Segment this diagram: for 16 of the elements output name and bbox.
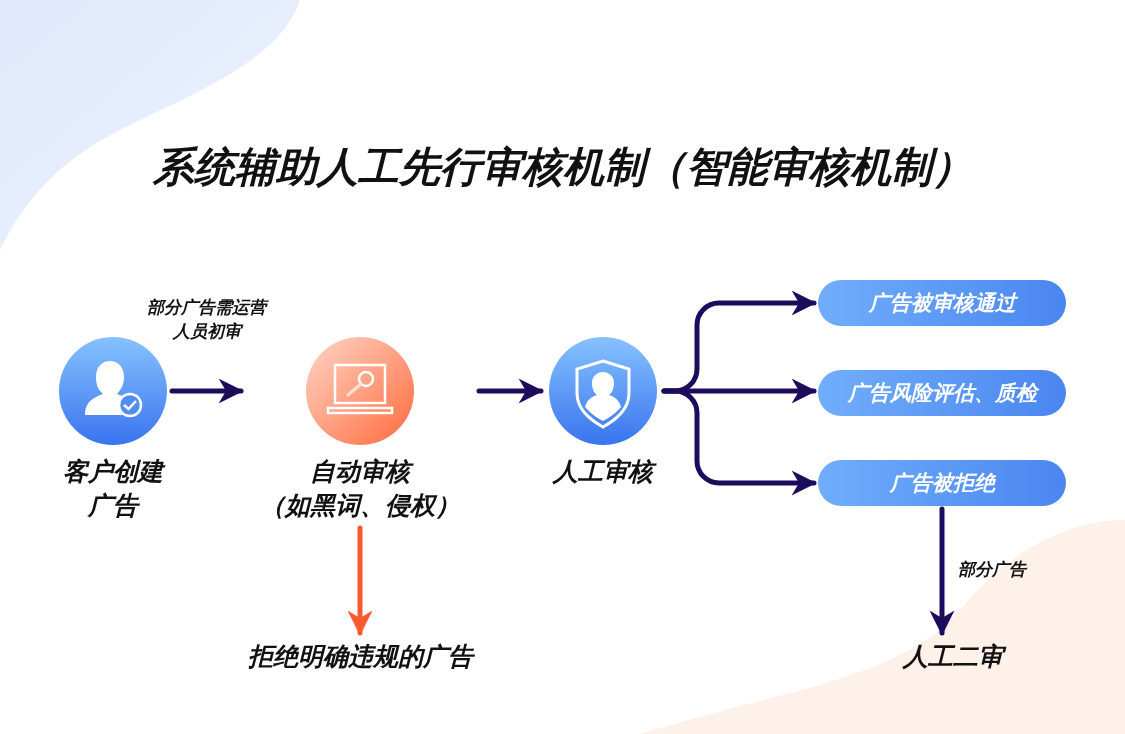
node-label: 拒绝明确违规的广告 — [247, 640, 473, 673]
arrow — [476, 378, 544, 404]
arrow — [929, 506, 955, 636]
node-label: 人工审核 — [545, 455, 660, 489]
edge-label: 部分广告需运营人员初审 — [146, 295, 267, 343]
result-pill: 广告风险评估、质检 — [818, 370, 1066, 416]
result-pill: 广告被审核通过 — [818, 280, 1066, 326]
arrow — [661, 388, 817, 496]
node-label: （如黑词、侵权） — [259, 490, 461, 522]
result-pill: 广告被拒绝 — [818, 460, 1066, 506]
arrow — [169, 378, 244, 404]
node-label: 客户创建广告 — [58, 455, 168, 523]
arrow — [347, 525, 373, 636]
title: 系统辅助人工先行审核机制（智能审核机制） — [151, 142, 974, 193]
edge-label: 部分广告 — [958, 558, 1026, 581]
node-label: 自动审核 — [245, 455, 475, 489]
